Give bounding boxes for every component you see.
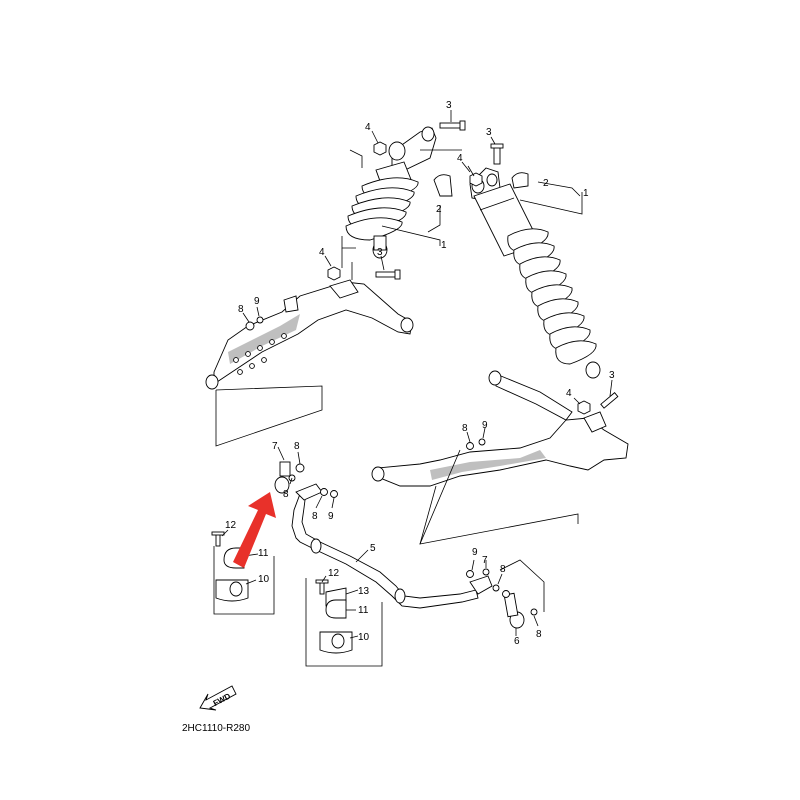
highlight-arrow xyxy=(233,492,276,568)
right-shock-absorber[interactable] xyxy=(469,167,601,379)
left-shock-bottom-nut[interactable] xyxy=(327,266,341,281)
part-label-4-left-top: 4 xyxy=(365,122,371,133)
right-stabilizer-link[interactable] xyxy=(492,584,538,629)
left-shock-spring xyxy=(345,177,419,241)
right-link-leader-lines xyxy=(471,559,545,636)
part-label-9-left-bracket: 9 xyxy=(328,511,334,522)
left-link-leader-lines xyxy=(277,446,335,509)
part-label-9-right-link: 9 xyxy=(472,547,478,558)
part-label-5-stabilizer: 5 xyxy=(370,543,376,554)
part-label-4-left-bottom: 4 xyxy=(319,247,325,258)
right-arm-leader-lines xyxy=(419,427,579,545)
part-label-6-right-link: 6 xyxy=(514,636,520,647)
right-shock-top-nut[interactable] xyxy=(469,172,483,187)
right-shock-hose-part-2[interactable] xyxy=(511,172,529,189)
right-shock-top-bolt[interactable] xyxy=(490,143,504,165)
left-shock-leader-lines xyxy=(324,110,462,280)
left-shock-top-bolt[interactable] xyxy=(439,120,466,131)
fwd-direction-icon: FWD xyxy=(199,685,237,711)
right-bushing-leader-lines xyxy=(305,575,383,667)
part-label-8-left-link-top: 8 xyxy=(294,441,300,452)
part-label-11-left: 11 xyxy=(258,548,269,559)
part-label-1-right: 1 xyxy=(583,188,589,199)
part-label-7-right-link: 7 xyxy=(482,555,488,566)
part-labels: 3 4 2 1 4 3 3 4 2 1 4 3 8 9 8 9 7 8 8 8 … xyxy=(225,100,615,647)
stabilizer-bar[interactable] xyxy=(291,483,493,609)
part-label-13-right: 13 xyxy=(358,586,370,597)
part-label-9-right-arm: 9 xyxy=(482,420,488,431)
left-arm-nut-washer[interactable] xyxy=(245,316,264,331)
right-link-nut-washer[interactable] xyxy=(466,568,490,578)
left-arm-leader-lines xyxy=(215,306,323,447)
left-shock-bottom-bolt[interactable] xyxy=(375,269,401,280)
part-label-12-right: 12 xyxy=(328,568,340,579)
left-shock-absorber[interactable] xyxy=(345,126,437,259)
right-swing-arm[interactable] xyxy=(371,370,629,487)
part-label-2-left: 2 xyxy=(436,204,442,215)
left-stabilizer-link[interactable] xyxy=(274,461,305,494)
part-label-8-left-arm: 8 xyxy=(238,304,244,315)
left-shock-hose-part-2[interactable] xyxy=(433,174,453,197)
part-label-3-right-bottom: 3 xyxy=(609,370,615,381)
right-arm-nut-washer[interactable] xyxy=(466,438,486,450)
part-label-4-right-bottom: 4 xyxy=(566,388,572,399)
part-label-7-left-link: 7 xyxy=(272,441,278,452)
part-label-10-left: 10 xyxy=(258,574,270,585)
part-label-9-left-arm: 9 xyxy=(254,296,260,307)
part-label-3-left-top: 3 xyxy=(446,100,452,111)
part-label-8-right-link-top: 8 xyxy=(500,564,506,575)
stabilizer-leader-line xyxy=(355,549,369,563)
left-swing-arm-holes xyxy=(233,333,287,375)
part-label-2-right: 2 xyxy=(543,178,549,189)
part-label-3-right-top: 3 xyxy=(486,127,492,138)
right-shock-leader-lines xyxy=(461,136,613,405)
left-link-bracket-nut-washer[interactable] xyxy=(320,488,338,498)
part-label-1-left: 1 xyxy=(441,240,447,251)
right-shock-bottom-nut[interactable] xyxy=(577,400,591,415)
part-label-11-right: 11 xyxy=(358,605,369,616)
part-label-8-left-bracket: 8 xyxy=(312,511,318,522)
part-label-8-right-link-bottom: 8 xyxy=(536,629,542,640)
right-bushing-assembly[interactable] xyxy=(315,579,353,654)
left-shock-top-nut[interactable] xyxy=(373,141,387,156)
part-label-8-left-link-mid: 8 xyxy=(283,489,289,500)
left-swing-arm[interactable] xyxy=(205,279,414,390)
right-shock-bottom-bolt[interactable] xyxy=(600,392,619,409)
part-label-8-right-arm: 8 xyxy=(462,423,468,434)
part-label-4-right-top: 4 xyxy=(457,153,463,164)
part-label-3-left-bottom: 3 xyxy=(377,247,383,258)
part-label-12-left: 12 xyxy=(225,520,237,531)
diagram-code: 2HC1110-R280 xyxy=(182,723,250,734)
part-label-10-right: 10 xyxy=(358,632,370,643)
right-shock-spring xyxy=(507,228,597,365)
